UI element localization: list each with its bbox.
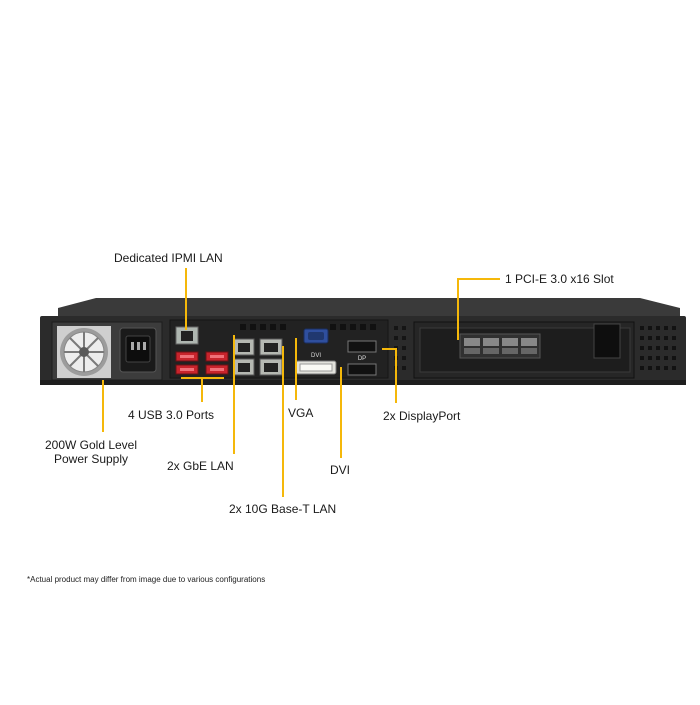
footnote: *Actual product may differ from image du… <box>27 575 266 584</box>
callout-displayport <box>382 348 397 403</box>
dvi-port-text: DVI <box>311 353 321 359</box>
label-pcie-slot: 1 PCI-E 3.0 x16 Slot <box>505 272 614 286</box>
power-supply <box>51 321 163 381</box>
gbe-lan-ports <box>233 338 255 376</box>
chassis-top-edge <box>58 298 680 318</box>
callout-lines <box>102 268 500 497</box>
label-displayport: 2x DisplayPort <box>383 409 461 423</box>
label-vga: VGA <box>288 406 314 420</box>
label-psu-line2: Power Supply <box>53 452 129 466</box>
dp-port-text: DP <box>358 356 366 362</box>
dvi-port <box>295 360 337 375</box>
label-ipmi-lan: Dedicated IPMI LAN <box>114 251 223 265</box>
label-10g-lan: 2x 10G Base-T LAN <box>229 502 337 516</box>
usb-ports <box>175 351 229 375</box>
label-gbe-lan: 2x GbE LAN <box>167 459 234 473</box>
callout-pcie <box>457 278 500 340</box>
label-usb-ports: 4 USB 3.0 Ports <box>128 408 215 422</box>
label-psu-line1: 200W Gold Level <box>44 438 138 452</box>
label-power-supply: 200W Gold Level Power Supply <box>45 438 137 466</box>
vga-port <box>303 328 329 344</box>
10g-lan-ports <box>259 338 283 376</box>
displayport-ports <box>347 340 377 376</box>
pcie-slot <box>413 321 635 379</box>
label-dvi: DVI <box>330 463 351 477</box>
